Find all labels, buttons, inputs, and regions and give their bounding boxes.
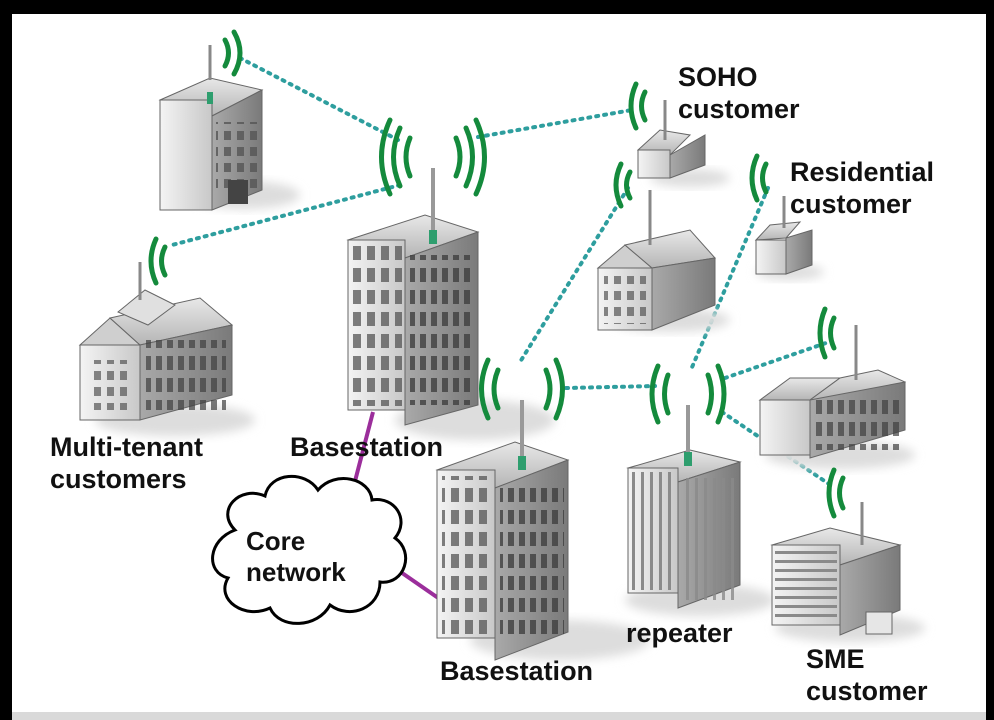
- soho-customer-label: SOHO customer: [678, 62, 800, 124]
- signal-icon-basestation-top: [379, 117, 487, 197]
- core-network-label: Core network: [246, 526, 346, 587]
- link-house-hub: [518, 186, 630, 364]
- link-basestation-multitenant: [170, 183, 402, 247]
- signal-icon-soho: [628, 81, 648, 131]
- signal-icon-residential: [749, 153, 769, 203]
- signal-icon-house: [613, 161, 633, 209]
- link-basestation-soho: [476, 108, 634, 139]
- signal-icon-sme: [826, 467, 846, 519]
- basestation-top-label: Basestation: [290, 432, 444, 462]
- office-building: [158, 45, 300, 211]
- basestation-bottom-building: [435, 400, 650, 661]
- basestation-top-building: [346, 168, 555, 440]
- bottom-edge: [0, 712, 994, 720]
- factory-building: [758, 325, 915, 469]
- residential-house-large: [596, 190, 730, 332]
- repeater-label: repeater: [626, 618, 733, 648]
- link-office-basestation: [238, 56, 404, 144]
- core-network-cloud: [211, 475, 408, 625]
- residential-house-small: [754, 196, 824, 280]
- residential-customer-label: Residential customer: [790, 157, 935, 219]
- basestation-bottom-label: Basestation: [440, 656, 594, 686]
- signal-icon-repeater: [649, 363, 727, 425]
- signal-icon-office: [222, 29, 243, 77]
- signal-icon-multitenant: [148, 236, 168, 286]
- signal-icon-hub: [479, 357, 565, 421]
- multi-tenant-customers-label: Multi-tenant customers: [50, 432, 203, 494]
- signal-icon-factory: [817, 306, 837, 360]
- multi-tenant-building: [78, 262, 255, 436]
- signal-arcs: [148, 29, 846, 519]
- soho-house: [636, 100, 730, 187]
- repeater-building: [625, 405, 775, 616]
- link-residential-repeater: [688, 186, 770, 374]
- link-hub-repeater: [564, 384, 657, 390]
- sme-building: [770, 502, 925, 642]
- link-repeater-factory: [723, 341, 828, 380]
- sme-customer-label: SME customer: [806, 644, 928, 706]
